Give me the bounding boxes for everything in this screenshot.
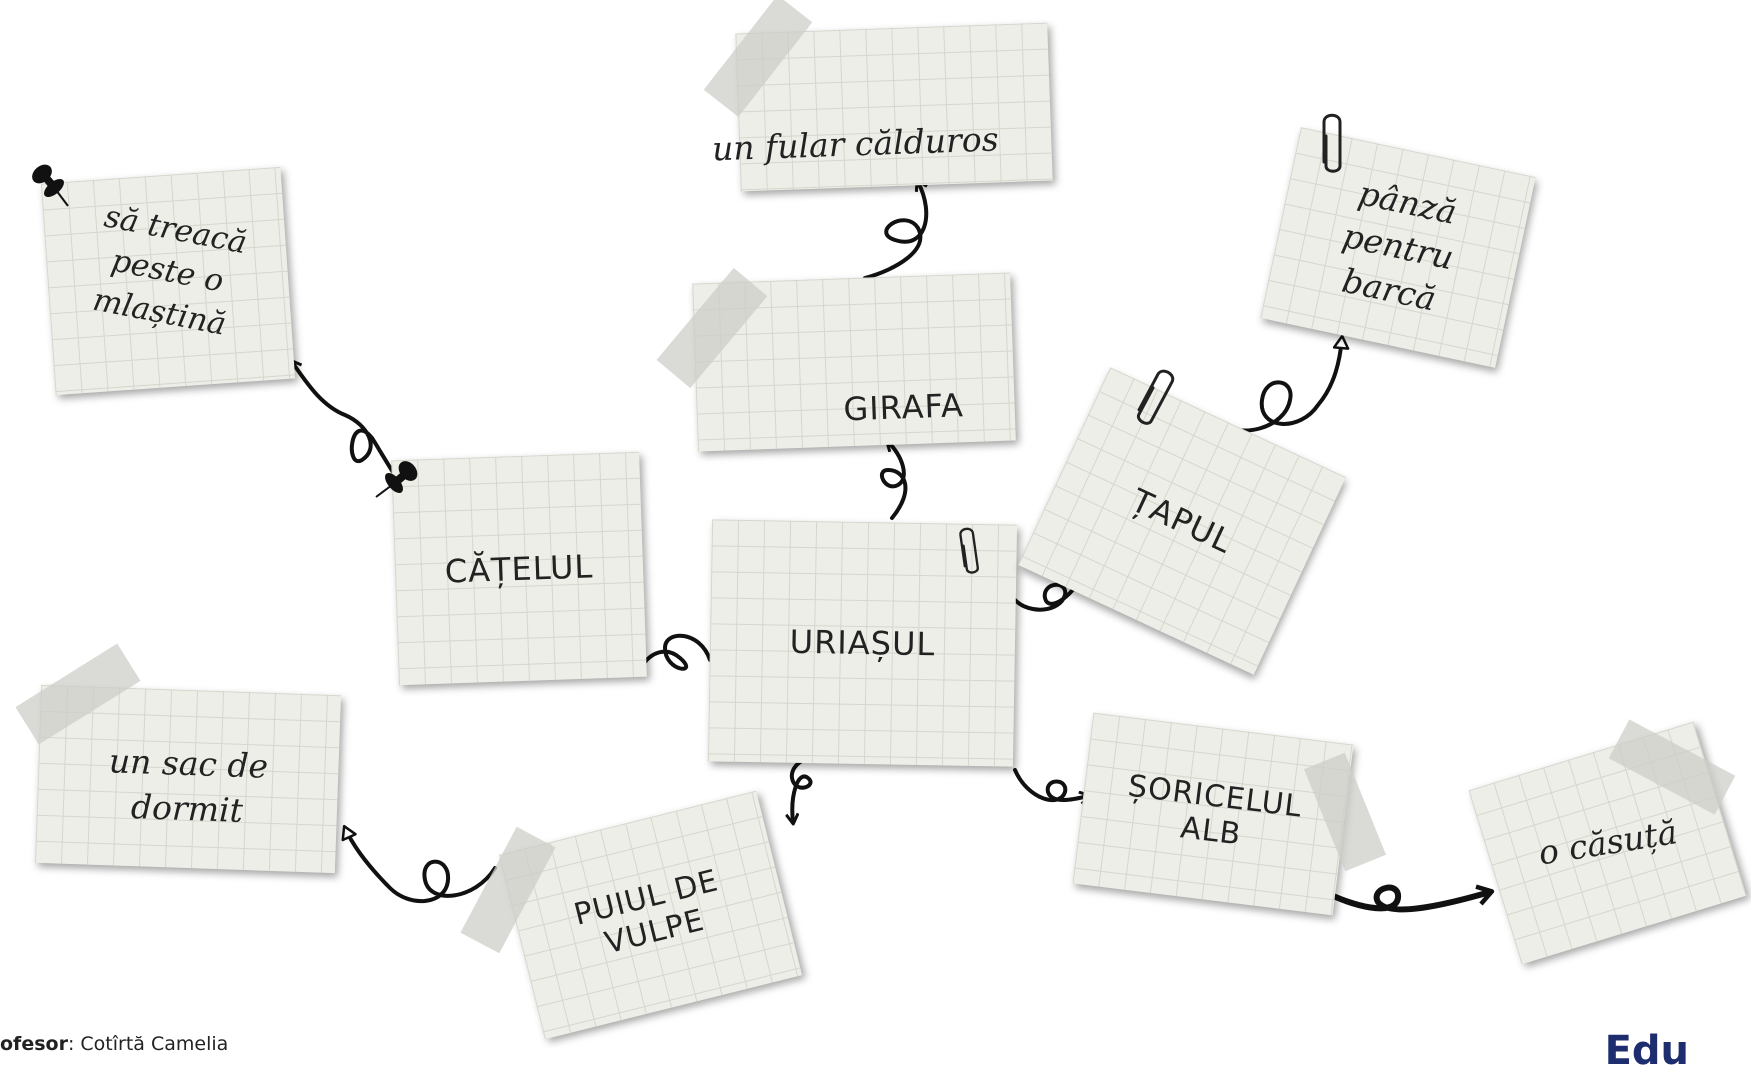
item-label: o căsuță (1535, 812, 1680, 873)
paperclip-icon (1322, 113, 1342, 173)
arrow-soricelul-item (1322, 884, 1495, 913)
brand-logo: Edu (1604, 1028, 1689, 1074)
arrow-to-tapul (1013, 572, 1085, 612)
arrow-to-girafa (880, 442, 908, 520)
arrow-to-soricelul (1013, 768, 1088, 800)
arrow-to-catelul (643, 633, 712, 671)
arrow-girafa-item (863, 182, 929, 280)
character-label: CĂȚELUL (444, 546, 594, 591)
arrow-catelul-item (292, 362, 414, 502)
card-soricelul: ȘORICELUL ALB (1072, 712, 1354, 916)
arrow-tapul-item (1216, 334, 1350, 433)
character-label: ȚAPUL (1125, 481, 1239, 561)
item-label: un fular călduros (711, 119, 1000, 169)
paperclip-icon (959, 527, 979, 574)
item-label: pânză pentru barcă (1338, 173, 1461, 319)
arrow-to-puiul (792, 754, 830, 822)
teacher-label: ofesor (0, 1033, 68, 1055)
pushpin-icon (32, 164, 69, 207)
teacher-credit: ofesor: Cotîrtă Camelia (0, 1033, 228, 1055)
teacher-name: : Cotîrtă Camelia (67, 1033, 229, 1055)
paperclip-icon (1136, 369, 1175, 425)
item-label: un sac de dormit (108, 741, 269, 830)
card-catelul: CĂȚELUL (391, 451, 647, 686)
character-label: GIRAFA (842, 386, 965, 429)
arrow-puiul-item (341, 824, 497, 904)
pushpin-icon (375, 461, 418, 498)
item-label: să treacă peste o mlaștină (90, 198, 250, 343)
character-label: PUIUL DE VULPE (570, 863, 722, 962)
card-item-catelul: să treacă peste o mlaștină (40, 166, 296, 396)
center-label: URIAȘUL (789, 622, 936, 664)
